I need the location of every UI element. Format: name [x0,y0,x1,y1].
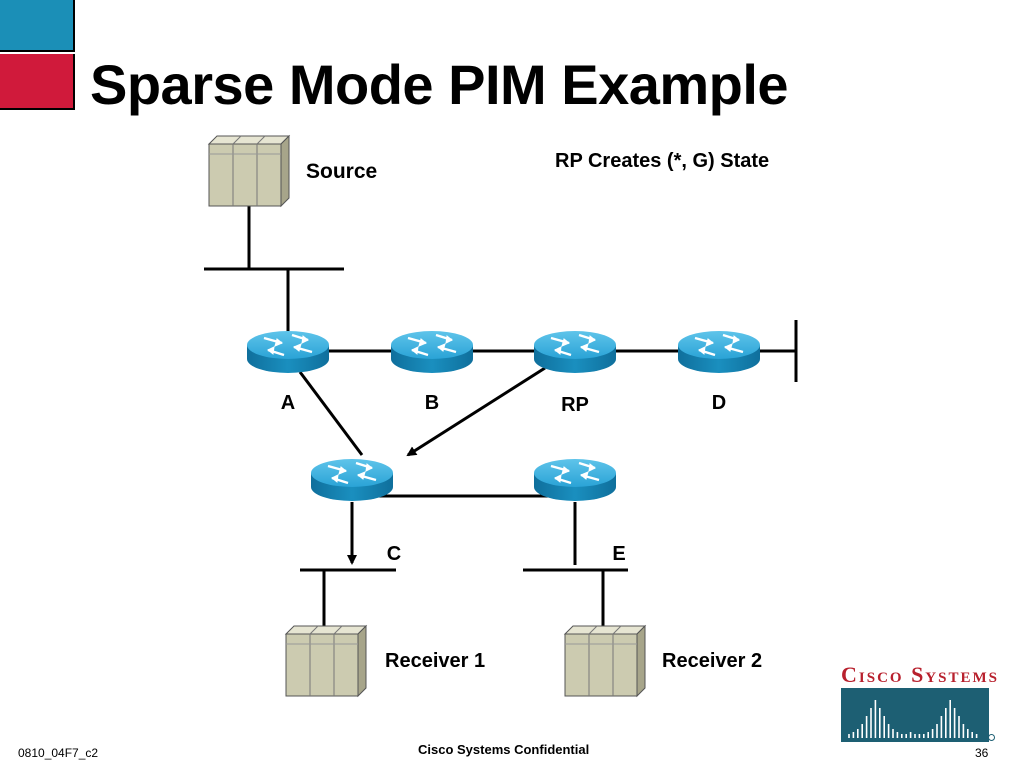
receiver2-server-icon [564,625,646,697]
registered-mark-icon [988,734,995,741]
router-rp-icon [532,329,618,375]
router-b-icon [389,329,475,375]
footer-confidential: Cisco Systems Confidential [418,742,590,757]
router-d-label: D [711,392,727,414]
cisco-logo: Cisco Systems [841,662,999,742]
receiver1-server-icon [285,625,367,697]
source-label: Source [306,160,378,183]
accent-square-blue [0,0,75,52]
arrow-rp-to-c [406,366,546,457]
router-e-icon [532,457,618,503]
receiver1-label: Receiver 1 [385,650,486,672]
slide-title: Sparse Mode PIM Example [90,53,789,116]
source-server-icon [208,135,290,207]
router-e-label: E [612,543,626,565]
router-b-label: B [424,392,440,414]
subtitle: RP Creates (*, G) State [555,150,770,172]
logo-text: Cisco Systems [841,662,999,687]
router-a-icon [245,329,331,375]
router-rp-label: RP [561,394,589,416]
accent-square-red [0,54,75,110]
page-number: 36 [975,746,989,760]
link-a-c [298,371,364,456]
router-a-label: A [280,392,296,414]
logo-bridge-icon [841,688,989,742]
router-d-icon [676,329,762,375]
router-c-icon [309,457,395,503]
receiver2-label: Receiver 2 [662,650,763,672]
router-c-label: C [386,543,402,565]
footer-code: 0810_04F7_c2 [18,746,99,760]
